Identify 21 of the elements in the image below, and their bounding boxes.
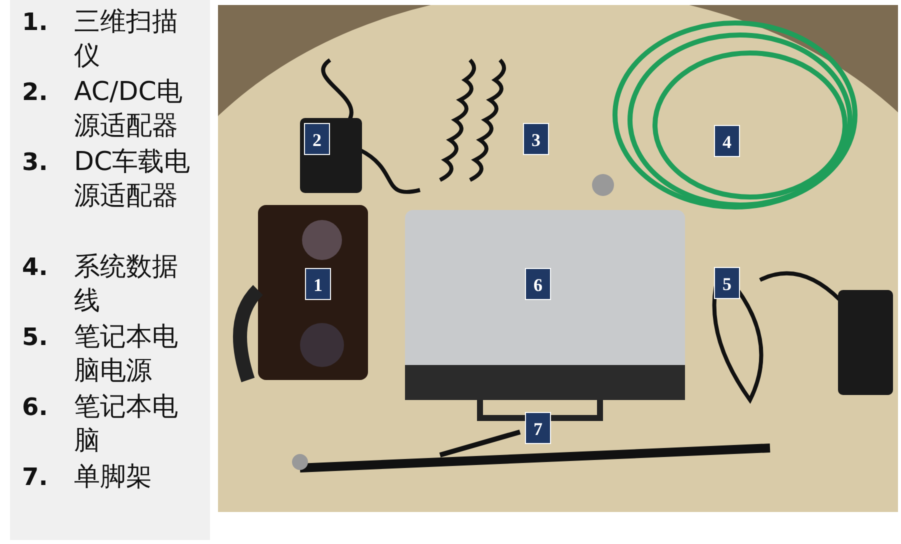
callout-number: 3 (523, 123, 549, 155)
list-item-text: 笔记本电脑电源 (74, 321, 179, 388)
list-item-text: 系统数据线 (74, 251, 179, 318)
callout-number: 1 (305, 268, 331, 300)
callout-number: 4 (714, 125, 740, 157)
list-number: 5. (22, 322, 48, 353)
list-number: 4. (22, 252, 48, 283)
callout-number: 2 (304, 123, 330, 155)
list-item-text: 单脚架 (74, 461, 153, 494)
list-item-text: 笔记本电脑 (74, 391, 179, 458)
list-number: 1. (22, 7, 48, 38)
list-item-text: 三维扫描仪 (74, 6, 179, 73)
list-number: 2. (22, 77, 48, 108)
list-number: 6. (22, 392, 48, 423)
callout-number: 5 (714, 267, 740, 299)
callout-number: 6 (525, 268, 551, 300)
list-number: 3. (22, 147, 48, 178)
callout-number: 7 (525, 412, 551, 444)
list-item-text: DC车载电源适配器 (74, 146, 192, 213)
list-number: 7. (22, 462, 48, 493)
list-item-text: AC/DC电源适配器 (74, 76, 184, 143)
